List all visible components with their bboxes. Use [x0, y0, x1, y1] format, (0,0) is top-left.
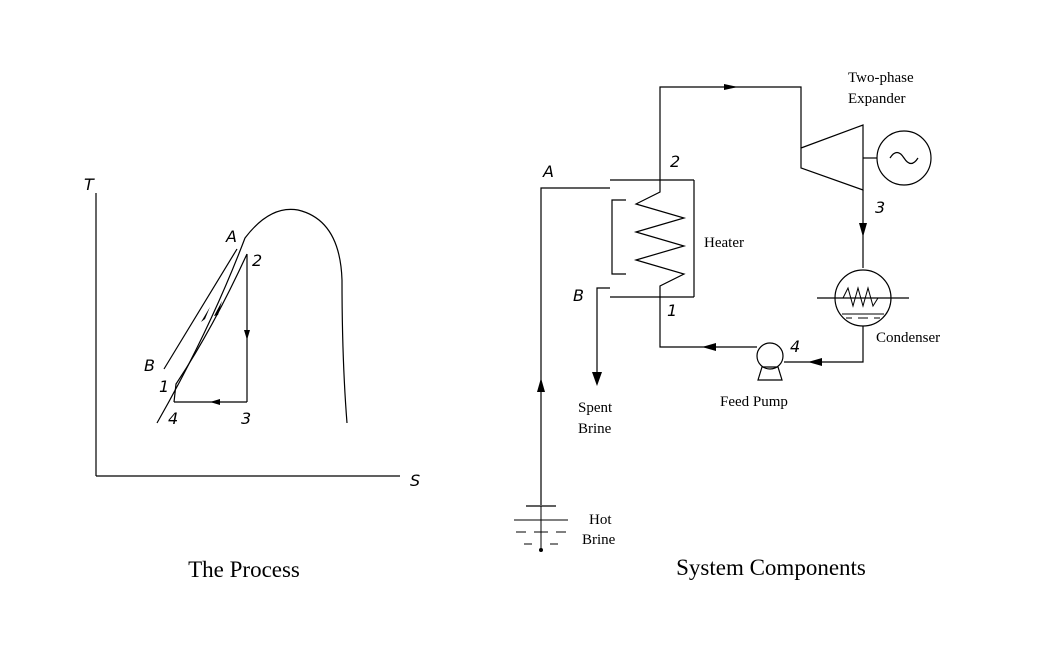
ts-point-2: 2	[252, 251, 262, 270]
ts-diagram: T S A 2 B 1 4 3 The Process	[84, 175, 420, 582]
hot-brine-label-line1: Hot	[589, 512, 612, 528]
heater-label: Heater	[704, 235, 744, 251]
sys-point-2: 2	[670, 152, 680, 171]
process-caption: The Process	[188, 557, 300, 582]
expander-label-line2: Expander	[848, 91, 905, 107]
s-axis-label: S	[410, 471, 420, 490]
feed-arrow	[702, 343, 716, 351]
condensation-arrow	[210, 399, 220, 405]
feed-line	[659, 297, 757, 348]
t-axis-label: T	[84, 175, 95, 194]
ac-wave-icon	[889, 151, 919, 165]
vapor-arrow	[724, 84, 738, 90]
spent-brine-line	[596, 287, 610, 382]
exhaust-arrow	[859, 223, 867, 237]
condensate-arrow	[808, 358, 822, 366]
expander-label-line1: Two-phase	[848, 70, 914, 86]
heater-coil	[633, 180, 687, 297]
sys-point-a: A	[542, 162, 554, 181]
pump-base	[757, 366, 783, 381]
ts-point-4: 4	[168, 409, 178, 428]
feed-pump	[756, 342, 784, 370]
heating-arrow	[214, 301, 222, 316]
ts-point-3: 3	[241, 409, 251, 428]
feed-pump-label: Feed Pump	[720, 394, 788, 410]
spent-brine-arrow	[592, 372, 602, 386]
system-diagram: A B 2 1 3 4 Two-phase Expander Heater Co…	[514, 70, 940, 580]
heating-path	[173, 253, 248, 403]
sys-point-b: B	[573, 286, 584, 305]
spent-brine-label-line1: Spent	[578, 400, 613, 416]
ts-point-b: B	[144, 356, 155, 375]
condenser-label: Condenser	[876, 330, 940, 346]
hot-brine-label-line2: Brine	[582, 532, 616, 548]
sys-point-1: 1	[667, 301, 677, 320]
two-phase-expander	[800, 124, 864, 191]
condenser-coil	[842, 286, 879, 308]
brine-arrow	[201, 307, 210, 322]
heater-bracket	[611, 199, 626, 275]
generator	[876, 130, 932, 186]
hot-brine-arrow	[537, 378, 545, 392]
well-dot	[539, 548, 543, 552]
sys-point-3: 3	[875, 198, 885, 217]
sys-point-4: 4	[790, 337, 800, 356]
brine-line	[163, 248, 238, 370]
ts-point-1: 1	[159, 377, 169, 396]
expansion-arrow	[244, 330, 250, 340]
vapor-line	[659, 86, 802, 180]
saturation-dome	[156, 208, 348, 424]
spent-brine-label-line2: Brine	[578, 421, 612, 437]
system-caption: System Components	[676, 555, 866, 580]
ts-point-a: A	[225, 227, 237, 246]
hot-brine-line	[540, 187, 610, 505]
